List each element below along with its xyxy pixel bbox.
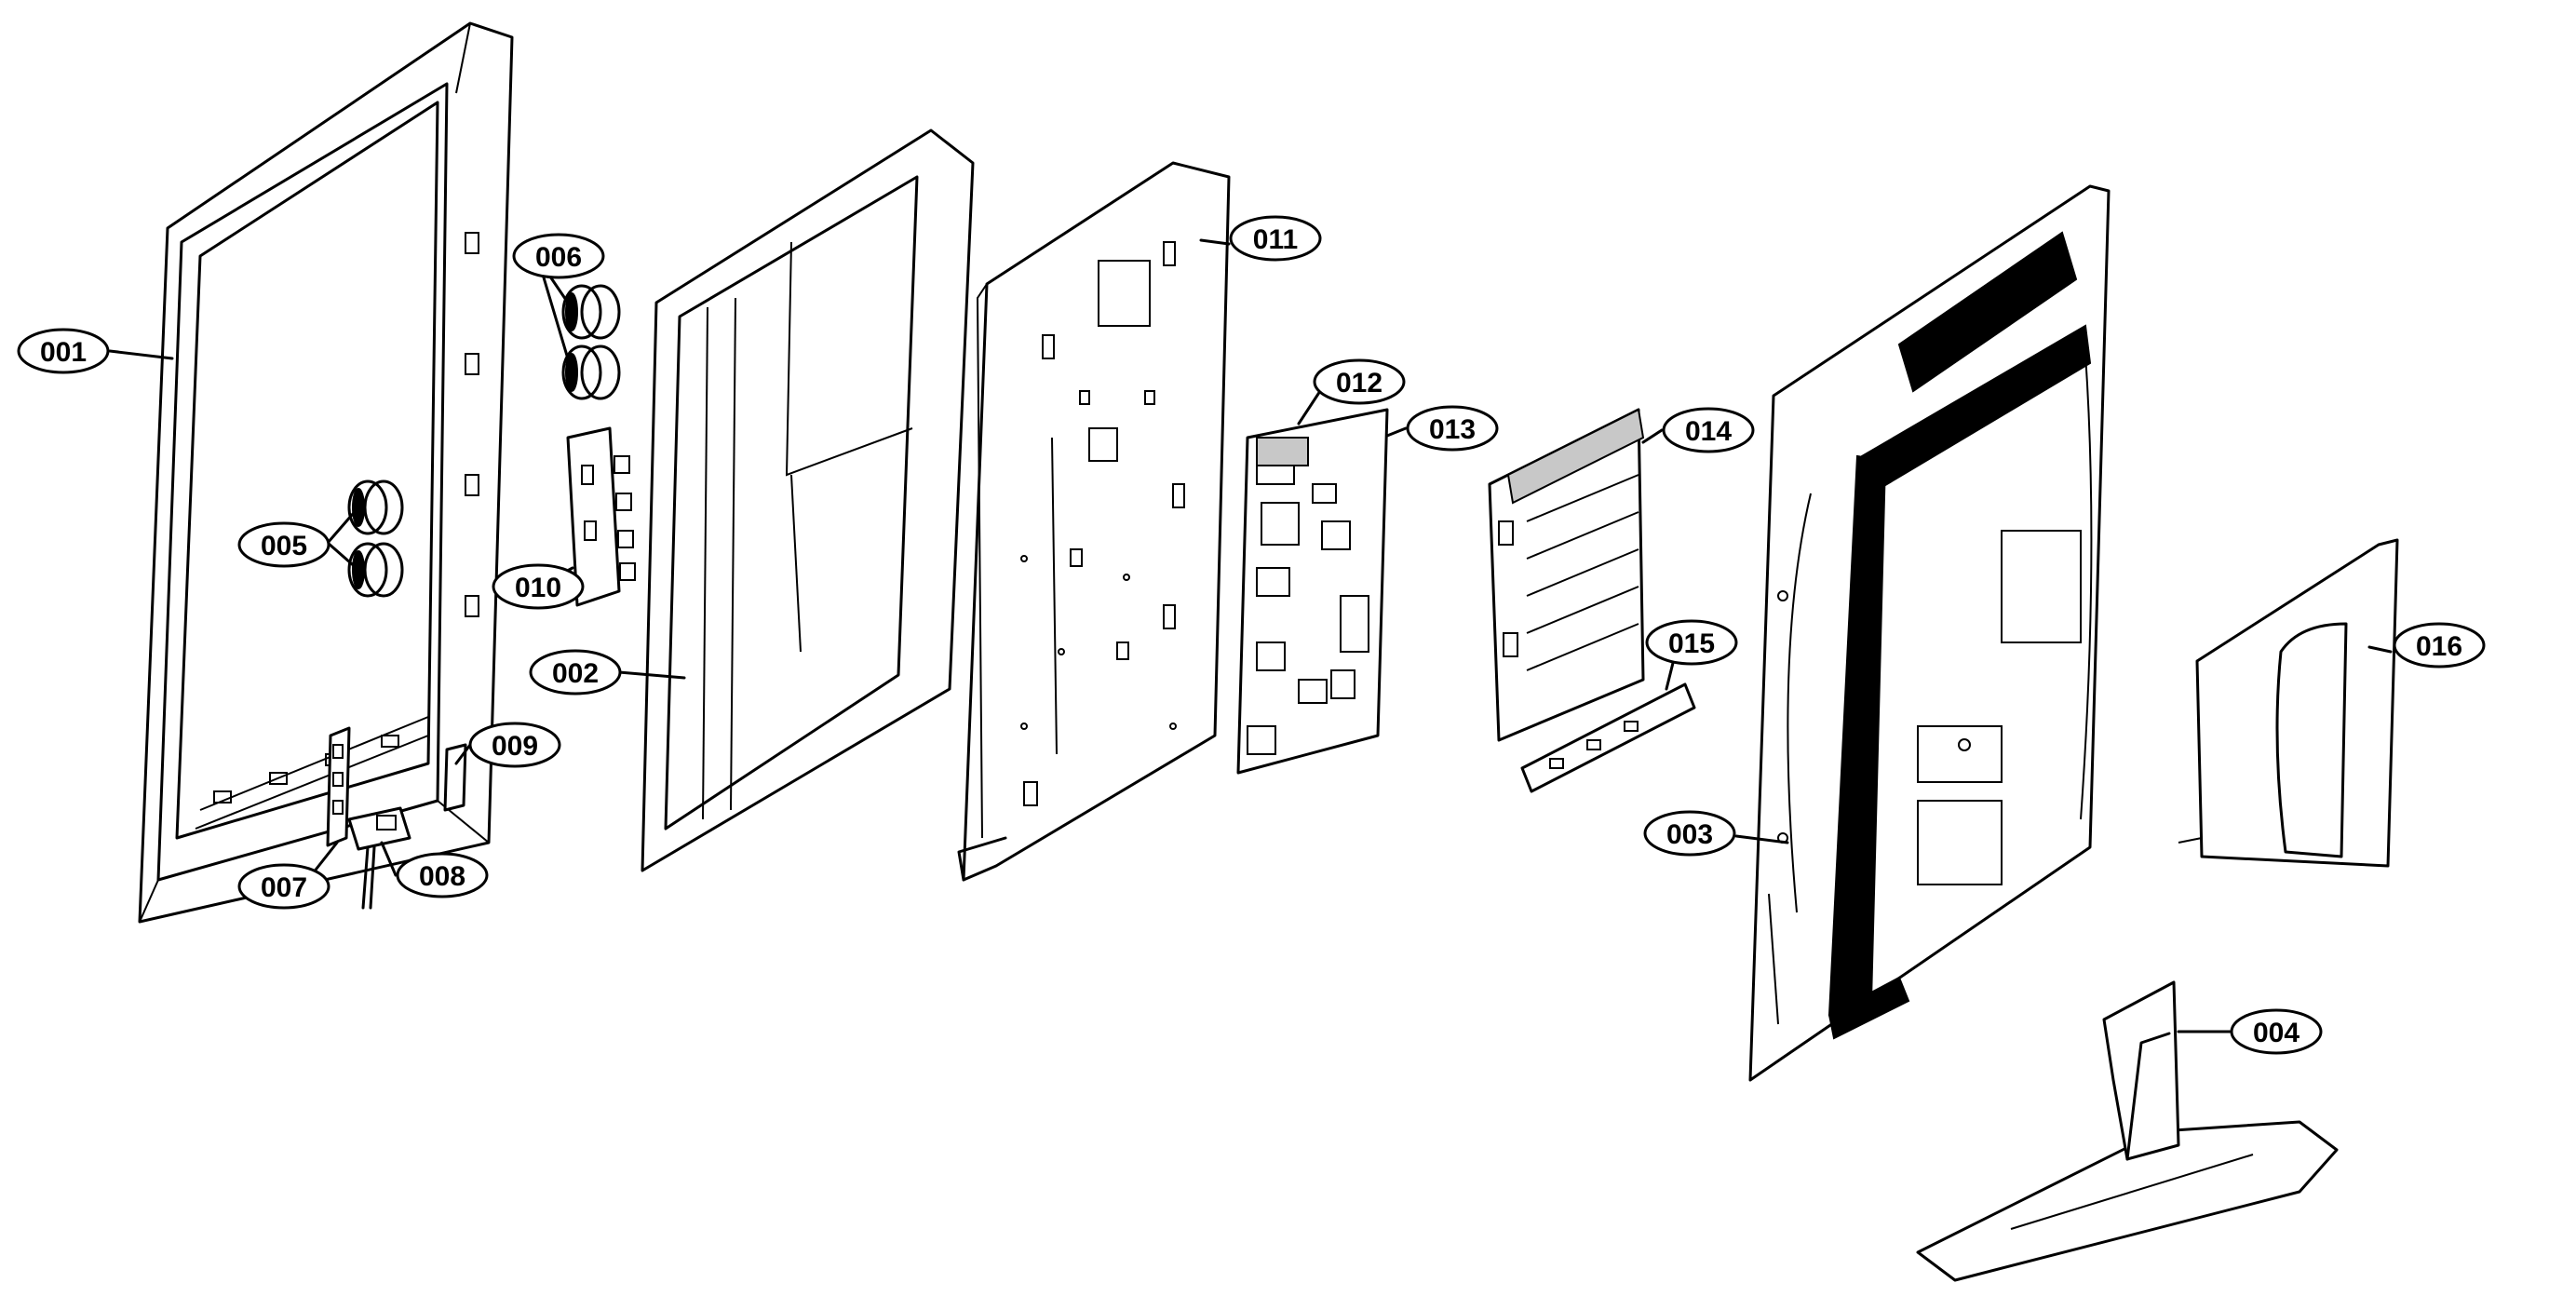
part-001-front-bezel	[138, 21, 514, 924]
svg-text:011: 011	[1253, 224, 1298, 255]
callout-008: 008	[396, 852, 489, 898]
svg-text:003: 003	[1666, 819, 1713, 850]
callout-005: 005	[237, 521, 330, 568]
part-002-lcd-panel	[641, 128, 975, 872]
part-012-tuner	[1256, 437, 1309, 466]
part-014-power-board	[1488, 408, 1645, 742]
svg-text:009: 009	[492, 731, 538, 762]
part-008-ir-board	[347, 806, 411, 910]
callout-004: 004	[2230, 1008, 2323, 1055]
part-011-chassis	[957, 161, 1231, 882]
svg-text:007: 007	[261, 872, 307, 903]
part-013-main-board	[1236, 408, 1389, 775]
callout-015: 015	[1645, 619, 1738, 666]
part-003-rear-cover	[1748, 184, 2111, 1082]
callout-009: 009	[468, 722, 561, 768]
callout-010: 010	[492, 563, 585, 610]
part-004-stand-base	[1916, 980, 2339, 1282]
svg-text:002: 002	[552, 658, 599, 689]
part-009-bracket	[443, 743, 467, 812]
callout-012: 012	[1313, 358, 1406, 405]
callout-016: 016	[2393, 622, 2486, 669]
part-006-speakers	[561, 284, 621, 400]
part-016-neck-cover	[2178, 538, 2399, 868]
part-015-strip-board	[1520, 682, 1696, 793]
callout-001: 001	[17, 328, 110, 374]
callout-007: 007	[237, 863, 330, 910]
callout-006: 006	[512, 233, 605, 279]
callout-013: 013	[1406, 405, 1499, 452]
svg-text:006: 006	[535, 242, 582, 273]
part-010-control-board	[566, 426, 636, 607]
svg-text:010: 010	[515, 573, 561, 603]
svg-text:001: 001	[40, 337, 87, 368]
callout-014: 014	[1662, 407, 1755, 453]
callout-003: 003	[1643, 810, 1736, 857]
svg-text:015: 015	[1668, 628, 1715, 659]
part-007-button-board	[326, 726, 351, 847]
svg-text:004: 004	[2253, 1018, 2300, 1048]
svg-text:016: 016	[2416, 631, 2462, 662]
svg-text:008: 008	[419, 861, 465, 892]
svg-text:012: 012	[1336, 368, 1382, 398]
svg-text:014: 014	[1685, 416, 1732, 447]
callout-002: 002	[529, 649, 622, 696]
svg-text:013: 013	[1429, 414, 1476, 445]
svg-text:005: 005	[261, 531, 307, 561]
callout-011: 011	[1229, 215, 1322, 262]
